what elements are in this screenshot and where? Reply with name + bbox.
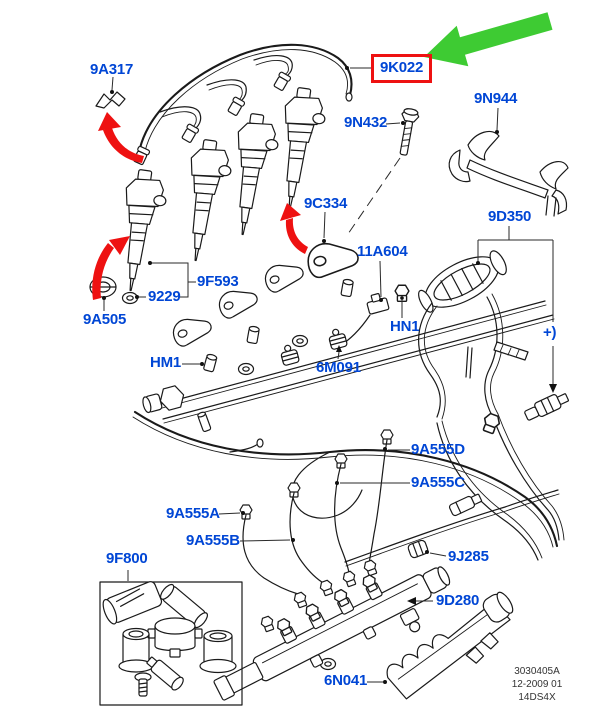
acoustic-cover-6n041 [386, 591, 514, 700]
part-label-9a555c[interactable]: 9A555C [411, 474, 465, 491]
clip-9a317 [95, 91, 126, 109]
part-label-9f593[interactable]: 9F593 [197, 273, 239, 290]
part-label-9229[interactable]: 9229 [148, 288, 181, 305]
part-label-9d280[interactable]: 9D280 [436, 592, 480, 609]
part-label-9a555b[interactable]: 9A555B [186, 532, 240, 549]
part-label-6m091[interactable]: 6M091 [316, 359, 361, 376]
part-label-9a317[interactable]: 9A317 [90, 61, 134, 78]
bracket-9n944 [448, 130, 569, 217]
red-arrow-9a317 [98, 112, 144, 163]
injector-1 [111, 167, 171, 295]
hose-end-fitting [142, 385, 185, 414]
bolt-9n432 [399, 108, 420, 156]
part-label-9n432[interactable]: 9N432 [344, 114, 388, 131]
clamp-9c334-part [305, 238, 361, 280]
footer-doc-codes: 3030405A 12-2009 01 14DS4X [498, 665, 576, 704]
sheet-code: 14DS4X [518, 692, 556, 703]
part-label-6n041[interactable]: 6N041 [324, 672, 368, 689]
part-label-hm1[interactable]: HM1 [150, 354, 182, 371]
date-code: 12-2009 01 [511, 679, 563, 690]
red-arrow-injector [92, 236, 130, 300]
green-highlight-arrow [424, 12, 553, 67]
sensor-plus-part [524, 393, 569, 421]
part-label-11a604[interactable]: 11A604 [357, 243, 408, 260]
part-label-9f800[interactable]: 9F800 [106, 550, 148, 567]
part-label-9j285[interactable]: 9J285 [448, 548, 489, 565]
part-label-hn1[interactable]: HN1 [390, 318, 420, 335]
primer-bulb-9d350 [418, 250, 565, 561]
part-label-9n944[interactable]: 9N944 [474, 90, 518, 107]
fuel-rail-9d280 [213, 566, 451, 701]
doc-number: 3030405A [514, 666, 560, 677]
part-label-9a555d[interactable]: 9A555D [411, 441, 465, 458]
injector-2 [176, 137, 236, 265]
leader-lines [102, 66, 557, 684]
pipe-bundle-11a604 [142, 284, 555, 432]
part-label-9a555a[interactable]: 9A555A [166, 505, 220, 522]
cap-kit-9f800 [99, 581, 243, 706]
part-label-9k022[interactable]: 9K022 [380, 59, 424, 76]
injector-3 [223, 111, 283, 239]
part-label-9d350[interactable]: 9D350 [488, 208, 532, 225]
part-label-9c334[interactable]: 9C334 [304, 195, 348, 212]
part-label-9a505[interactable]: 9A505 [83, 311, 127, 328]
injector-4 [270, 85, 330, 213]
return-hoses-lower [132, 410, 559, 548]
plus-note-label: +) [543, 324, 557, 341]
dashed-leader-9n432 [347, 157, 401, 235]
injector-pipes-9a555 [239, 429, 394, 671]
highlight-box-9k022: 9K022 [371, 54, 433, 83]
pipe-with-grommet-9j285 [344, 489, 560, 567]
rocker-arms [169, 257, 307, 349]
red-arrow-9c334 [280, 203, 308, 254]
